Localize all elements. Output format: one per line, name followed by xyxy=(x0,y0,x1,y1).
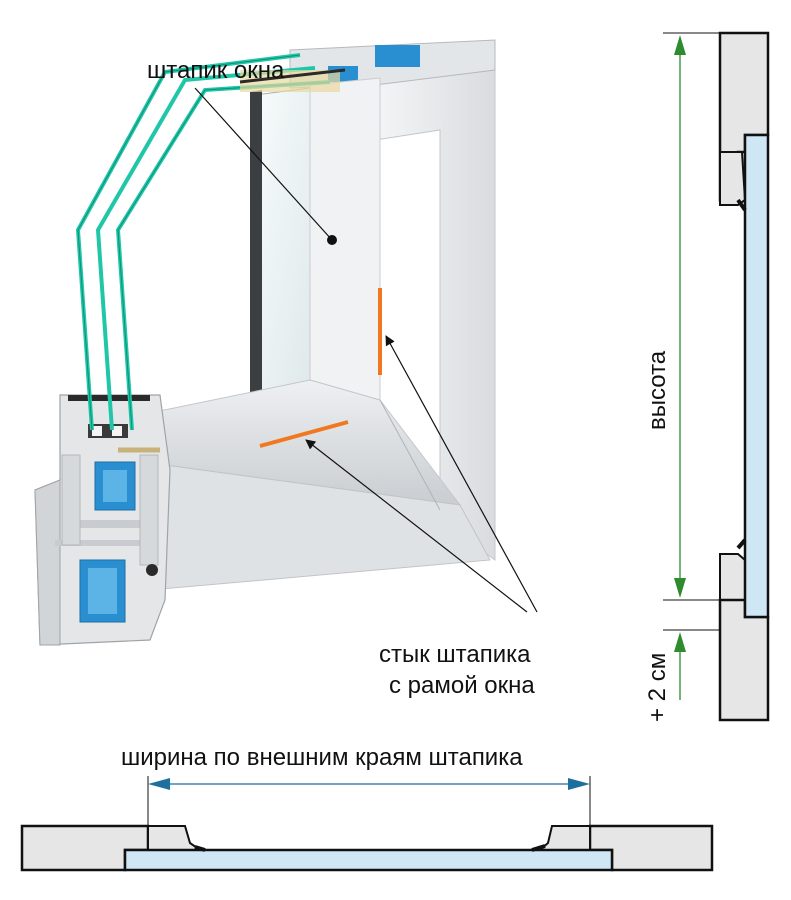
vertical-bead-bottom xyxy=(719,553,746,601)
sash-inner-dark xyxy=(250,90,262,404)
seal-bead xyxy=(146,564,158,576)
width-label: ширина по внешним краям штапика xyxy=(121,744,523,771)
joint-label-line1: стык штапика xyxy=(379,641,531,668)
vertical-bead-top xyxy=(719,151,747,206)
sash-vertical xyxy=(309,77,381,401)
joint-label-line2: с рамой окна xyxy=(389,672,535,699)
top-reinforcement-1 xyxy=(375,45,420,67)
bead-leader-dot xyxy=(327,235,337,245)
offset-label: + 2 см xyxy=(644,653,671,722)
horizontal-bead-left xyxy=(147,825,204,851)
joint-leader-1 xyxy=(385,335,538,613)
vertical-glass xyxy=(743,133,770,619)
vertical-section xyxy=(718,31,770,722)
window-profile-illustration xyxy=(34,39,496,646)
glass-pane xyxy=(254,87,311,406)
horizontal-bead-right xyxy=(537,825,591,851)
height-label: высота xyxy=(644,350,671,430)
horizontal-glass xyxy=(123,848,614,872)
bead-leader-line xyxy=(194,87,333,241)
bead-label: штапик окна xyxy=(147,57,285,84)
joint-leader-2 xyxy=(305,439,528,613)
horizontal-section xyxy=(20,824,714,872)
joint-marker-horizontal xyxy=(259,420,349,448)
